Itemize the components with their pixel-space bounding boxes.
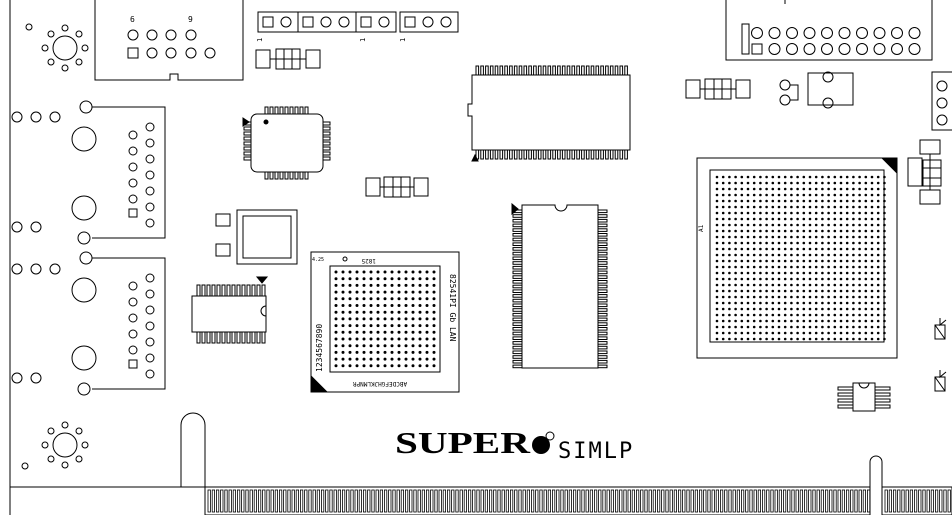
brand-globe-icon [532,436,550,454]
brand-word: SUPER [395,425,531,460]
jumper-pin1-label-c: 1 [399,38,407,42]
tsop-memory-chip-top [467,65,631,162]
tsop-memory-chip-center [511,202,608,369]
lan-controller-chip: 82541PI Gb LAN 1234567890 ABCDEFGHJKLMNP… [310,251,460,393]
lan-chip-label: 82541PI Gb LAN [448,274,457,342]
mounting-hole-top [25,23,89,72]
bga-processor-chip: A1 [696,157,898,359]
crystal-oscillator-top [255,48,321,70]
jumper-row-top: 1 1 1 [256,11,459,42]
edge-connector-fingers [204,486,952,515]
header-pin-label-6: 6 [130,15,135,24]
plcc-chip [242,106,331,180]
bga-corner-label: A1 [698,224,705,232]
pin-header-top-left: 6 9 [94,0,244,81]
soic-chip-right [837,382,891,412]
board-model-name: SIMLP [558,439,634,464]
header-pin-label-9: 9 [188,15,193,24]
pin-header-top-right [725,0,933,61]
supermicro-logo: SUPER SIMLP [395,425,634,464]
jumper-pin1-label-b: 1 [359,38,367,42]
diode-component-upper [934,318,947,340]
mounting-hole-bottom [21,421,89,470]
lan-chip-column-numbers: 1234567890 [315,324,324,372]
jumper-pin1-label-a: 1 [256,38,264,42]
crystal-oscillator-right [685,78,751,100]
crystal-oscillator-vertical [907,139,942,205]
transistor-component [779,71,854,109]
crystal-oscillator-middle [365,176,429,198]
rj45-lan-jack-upper [11,100,166,245]
voltage-regulator [215,209,298,265]
board-outline [9,0,952,515]
lan-chip-top-code: 1825 [361,257,376,264]
diode-component-lower [934,370,947,392]
lan-chip-row-letters: ABCDEFGHJKLMNPR [353,380,408,387]
edge-connector-right [931,71,952,131]
lan-chip-corner-code: 4.25 [312,257,324,263]
soic-chip-left [191,276,269,344]
rj45-lan-jack-lower [11,251,166,396]
